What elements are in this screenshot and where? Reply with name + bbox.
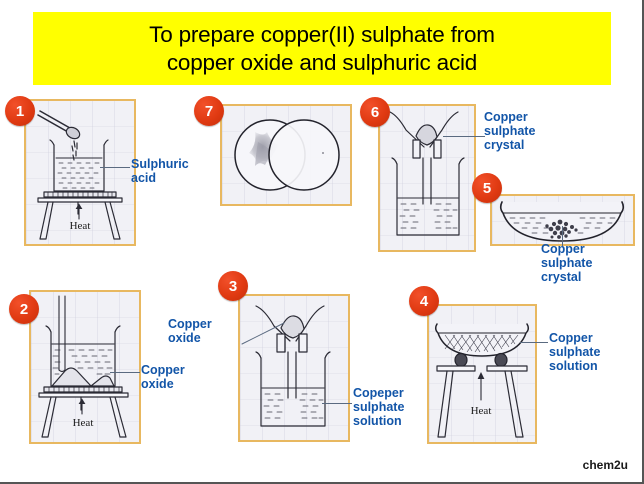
panel-badge-2: 2 — [9, 294, 39, 324]
leader-sulphuric-acid — [100, 167, 130, 168]
panel-1-heating-sulphuric-acid: Heat — [24, 99, 136, 246]
diagram-drying-crystals — [234, 119, 340, 191]
leader-copper-sulphate-crystal-6 — [443, 136, 485, 137]
callout-copper-sulphate-solution: Copper sulphate solution — [549, 331, 601, 373]
panel-paper-texture — [31, 292, 139, 442]
panel-badge-7: 7 — [194, 96, 224, 126]
panel-2-adding-copper-oxide: Heat — [29, 290, 141, 444]
panel-badge-5: 5 — [472, 173, 502, 203]
panel-7-drying-crystals — [220, 104, 352, 206]
diagram-filtering-mixture — [241, 305, 331, 427]
panel-badge-3: 3 — [218, 271, 248, 301]
callout-copper-oxide-2: Copper oxide — [141, 363, 185, 391]
page-title: To prepare copper(II) sulphate from copp… — [33, 12, 611, 85]
callout-copper-sulphate-crystal-5: Copper sulphate crystal — [541, 242, 593, 284]
callout-sulphuric-acid: Sulphuric acid — [131, 157, 189, 185]
leader-copper-sulphate-crystal-5 — [562, 226, 563, 246]
panel-badge-4: 4 — [409, 286, 439, 316]
diagram-crystals-in-basin — [499, 201, 625, 242]
panel-paper-texture — [380, 106, 474, 250]
diagram-heating-sulphuric-acid: Heat — [37, 110, 123, 240]
callout-copper-oxide-3: Copper oxide — [168, 317, 212, 345]
diagram-adding-copper-oxide: Heat — [38, 295, 129, 438]
heat-label-2: Heat — [73, 417, 94, 429]
leader-copper-sulphate-solution — [520, 342, 548, 343]
diagram-evaporating-solution: Heat — [434, 323, 530, 438]
panel-6-filtering-crystals — [378, 104, 476, 252]
leader-copeper-sulphate-solution — [322, 403, 352, 404]
heat-label-1: Heat — [70, 220, 91, 232]
leader-copper-oxide-2 — [110, 372, 140, 373]
page-title-line-2: copper oxide and sulphuric acid — [166, 49, 478, 75]
panel-badge-6: 6 — [360, 97, 390, 127]
callout-copper-sulphate-crystal-6: Copper sulphate crystal — [484, 110, 536, 152]
callout-copeper-sulphate-solution: Copeper sulphate solution — [353, 386, 405, 428]
diagram-filtering-crystals — [389, 111, 465, 236]
panel-3-filtering-mixture — [238, 294, 350, 442]
page-title-line-1: To prepare copper(II) sulphate from — [149, 21, 495, 47]
heat-label-4: Heat — [471, 405, 492, 417]
panel-4-evaporating-solution: Heat — [427, 304, 537, 444]
panel-badge-1: 1 — [5, 96, 35, 126]
watermark: chem2u — [582, 458, 628, 472]
